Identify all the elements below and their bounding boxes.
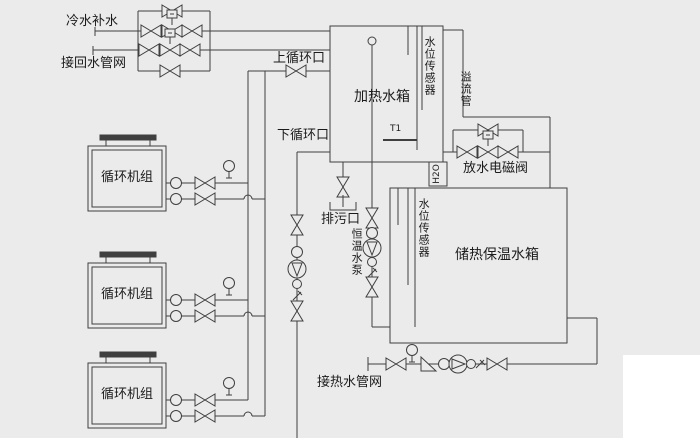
cold-water-supply-label: 冷水补水 xyxy=(66,14,119,29)
heating-tank-level-sensor-label: 水位传感器 xyxy=(423,36,437,96)
circulation-unit-2-piping xyxy=(87,251,265,329)
hot-water-network-label: 接热水管网 xyxy=(317,375,383,390)
pressure-gauge-icon xyxy=(406,344,418,363)
storage-tank-label: 储热保温水箱 xyxy=(455,247,539,263)
cold-water-and-return-piping xyxy=(92,4,330,78)
pump-icon xyxy=(362,238,382,258)
valve-icon xyxy=(290,214,304,236)
valve-icon xyxy=(194,293,216,307)
pipe-hop xyxy=(243,311,253,317)
drain-solenoid-valve-icon xyxy=(477,145,499,159)
heating-tank-outline xyxy=(329,25,448,327)
upper-circulation-valve-icon xyxy=(285,64,307,78)
circulation-unit-1-piping xyxy=(87,134,265,212)
valve-icon xyxy=(140,24,162,38)
valve-icon xyxy=(385,357,407,371)
valve-icon xyxy=(456,145,478,159)
pressure-gauge-icon xyxy=(223,277,235,296)
collector-mains xyxy=(247,64,330,416)
solenoid-actuator-icon xyxy=(482,130,494,147)
heating-tank-label: 加热水箱 xyxy=(354,89,410,105)
pump-icon xyxy=(448,354,468,374)
valve-icon xyxy=(365,207,379,229)
drain-solenoid-label: 放水电磁阀 xyxy=(463,161,529,176)
flex-joint-icon xyxy=(170,394,182,406)
solenoid-actuator-icon xyxy=(164,28,176,45)
valve-icon xyxy=(194,393,216,407)
pressure-gauge-icon xyxy=(223,160,235,179)
valve-icon xyxy=(179,43,201,57)
flex-joint-icon xyxy=(466,359,476,369)
flex-joint-icon xyxy=(170,310,182,322)
pressure-gauge-icon xyxy=(223,377,235,396)
storage-tank-level-sensor-label: 水位传感器 xyxy=(417,198,431,258)
valve-icon xyxy=(290,300,304,322)
storage-tank-outline xyxy=(389,187,598,364)
valve-icon xyxy=(194,176,216,190)
circulation-unit-3-piping xyxy=(87,351,265,429)
blowdown-valve-icon xyxy=(336,176,350,198)
check-valve-icon xyxy=(475,359,486,369)
white-corner-patch xyxy=(623,355,700,438)
blowdown-port-label: 排污口 xyxy=(321,212,361,227)
valve-icon xyxy=(194,309,216,323)
unit-cap xyxy=(99,351,157,358)
solenoid-valve-icon xyxy=(159,43,181,57)
pipe-hop xyxy=(243,411,253,417)
upper-circulation-label: 上循环口 xyxy=(273,51,326,66)
strainer-icon xyxy=(420,355,438,372)
flex-joint-icon xyxy=(292,279,302,289)
flex-joint-icon xyxy=(367,257,377,267)
pipe-hop xyxy=(243,194,253,200)
valve-icon xyxy=(365,276,379,298)
valve-icon xyxy=(497,145,519,159)
heater-probe-icon xyxy=(367,36,377,46)
flex-joint-icon xyxy=(170,177,182,189)
t1-sensor-label: T1 xyxy=(390,124,402,134)
solenoid-actuator-icon xyxy=(166,9,178,26)
valve-icon xyxy=(194,409,216,423)
drain-funnel-icon xyxy=(329,202,357,211)
drain-solenoid-piping xyxy=(443,123,550,159)
flex-joint-icon xyxy=(366,227,378,239)
valve-icon xyxy=(138,43,160,57)
lower-circulation-label: 下循环口 xyxy=(277,128,330,143)
flex-joint-icon xyxy=(170,410,182,422)
pump-icon xyxy=(287,259,307,279)
flex-joint-icon xyxy=(170,193,182,205)
unit-cap xyxy=(99,134,157,141)
circulation-unit-1-label: 循环机组 xyxy=(101,170,154,185)
flex-joint-icon xyxy=(291,246,303,258)
valve-icon xyxy=(181,24,203,38)
blowdown-piping xyxy=(329,162,357,211)
constant-temp-pump-label: 恒温水泵 xyxy=(350,228,364,276)
unit-cap xyxy=(99,251,157,258)
flex-joint-icon xyxy=(170,294,182,306)
return-network-label: 接回水管网 xyxy=(61,56,127,71)
h2o-marking-label: H2O xyxy=(432,164,443,184)
overflow-pipe-label: 溢流管 xyxy=(459,71,473,107)
h2o-box xyxy=(428,161,448,187)
hot-water-outlet-piping xyxy=(367,344,597,374)
flex-joint-icon xyxy=(438,358,450,370)
bypass-valve-icon xyxy=(159,64,181,78)
lower-circulation-pump-line xyxy=(287,151,330,438)
constant-temp-pump-line xyxy=(362,207,390,328)
valve-icon xyxy=(486,357,508,371)
valve-icon xyxy=(194,192,216,206)
circulation-unit-3-label: 循环机组 xyxy=(101,387,154,402)
circulation-unit-2-label: 循环机组 xyxy=(101,287,154,302)
